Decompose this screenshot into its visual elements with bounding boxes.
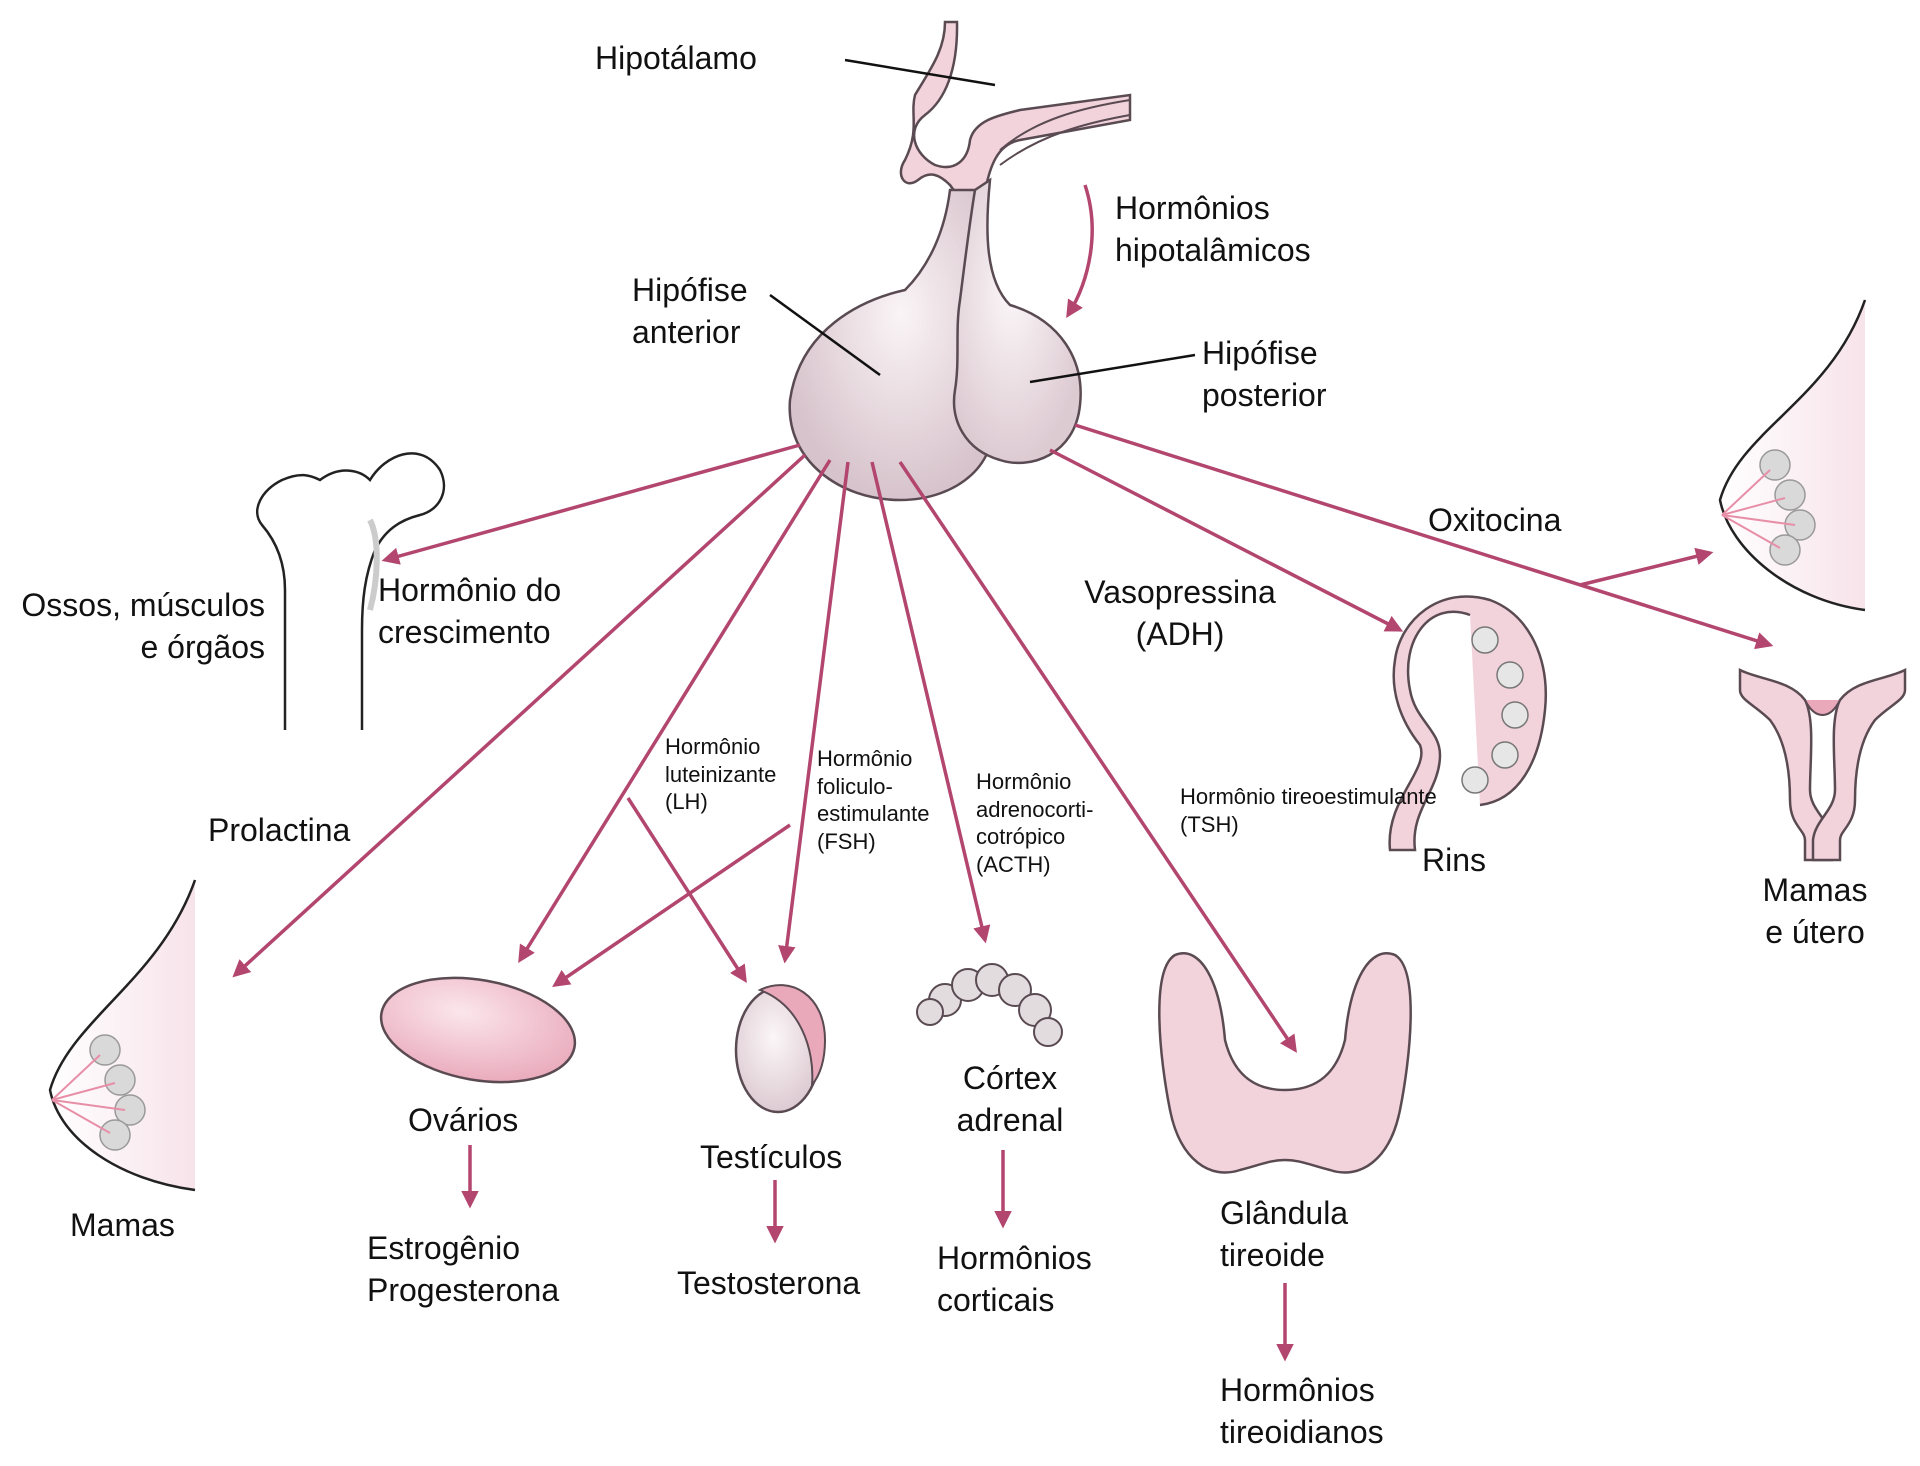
label-testosterona: Testosterona (677, 1265, 861, 1301)
label-hormonios-hipotalamicos: Hormônios hipotalâmicos (1115, 190, 1311, 268)
label-fsh: Hormônio foliculo- estimulante (FSH) (817, 746, 930, 854)
label-ossos: Ossos, músculos e órgãos (21, 587, 265, 665)
label-tsh: Hormônio tireoestimulante (TSH) (1180, 784, 1437, 837)
label-hormonio-crescimento: Hormônio do crescimento (378, 572, 562, 650)
ovary-illustration (379, 976, 577, 1084)
label-acth: Hormônio adrenocorti- cotrópico (ACTH) (976, 769, 1094, 877)
kidney-illustration (1388, 595, 1547, 852)
label-mamas-utero: Mamas e útero (1762, 872, 1868, 950)
label-mamas: Mamas (70, 1207, 175, 1243)
bone-illustration (256, 452, 446, 730)
testis-illustration (734, 984, 827, 1114)
label-glandula-tireoide: Glândula tireoide (1220, 1195, 1349, 1273)
breast-left-illustration (48, 879, 197, 1192)
label-hipofise-anterior: Hipófise anterior (632, 272, 748, 350)
leader-hipofise-anterior (769, 293, 881, 377)
label-estrogenio-progesterona: Estrogênio Progesterona (367, 1230, 560, 1308)
label-oxitocina: Oxitocina (1428, 502, 1562, 538)
leader-hipotalamo (844, 58, 996, 87)
label-hipotalamo: Hipotálamo (595, 40, 757, 76)
label-cortex-adrenal: Córtex adrenal (956, 1060, 1064, 1138)
uterus-illustration (1738, 667, 1907, 862)
label-ovarios: Ovários (408, 1102, 519, 1138)
label-hormonios-tireoidianos: Hormônios tireoidianos (1220, 1372, 1384, 1450)
thyroid-illustration (1158, 952, 1412, 1174)
hypothalamus-illustration (899, 20, 1132, 201)
label-rins: Rins (1422, 842, 1487, 878)
label-hipofise-posterior: Hipófise posterior (1202, 335, 1327, 413)
adrenal-cortex-illustration (916, 963, 1063, 1047)
breast-right-illustration (1718, 299, 1867, 612)
leader-hipofise-posterior (1029, 353, 1196, 384)
label-lh: Hormônio luteinizante (LH) (665, 734, 777, 814)
hormone-arrows (232, 184, 1774, 1362)
label-prolactina: Prolactina (208, 812, 351, 848)
label-testiculos: Testículos (700, 1139, 843, 1175)
label-vasopressina: Vasopressina (ADH) (1084, 574, 1276, 652)
label-hormonios-corticais: Hormônios corticais (937, 1240, 1092, 1318)
pituitary-illustration (788, 177, 1082, 502)
